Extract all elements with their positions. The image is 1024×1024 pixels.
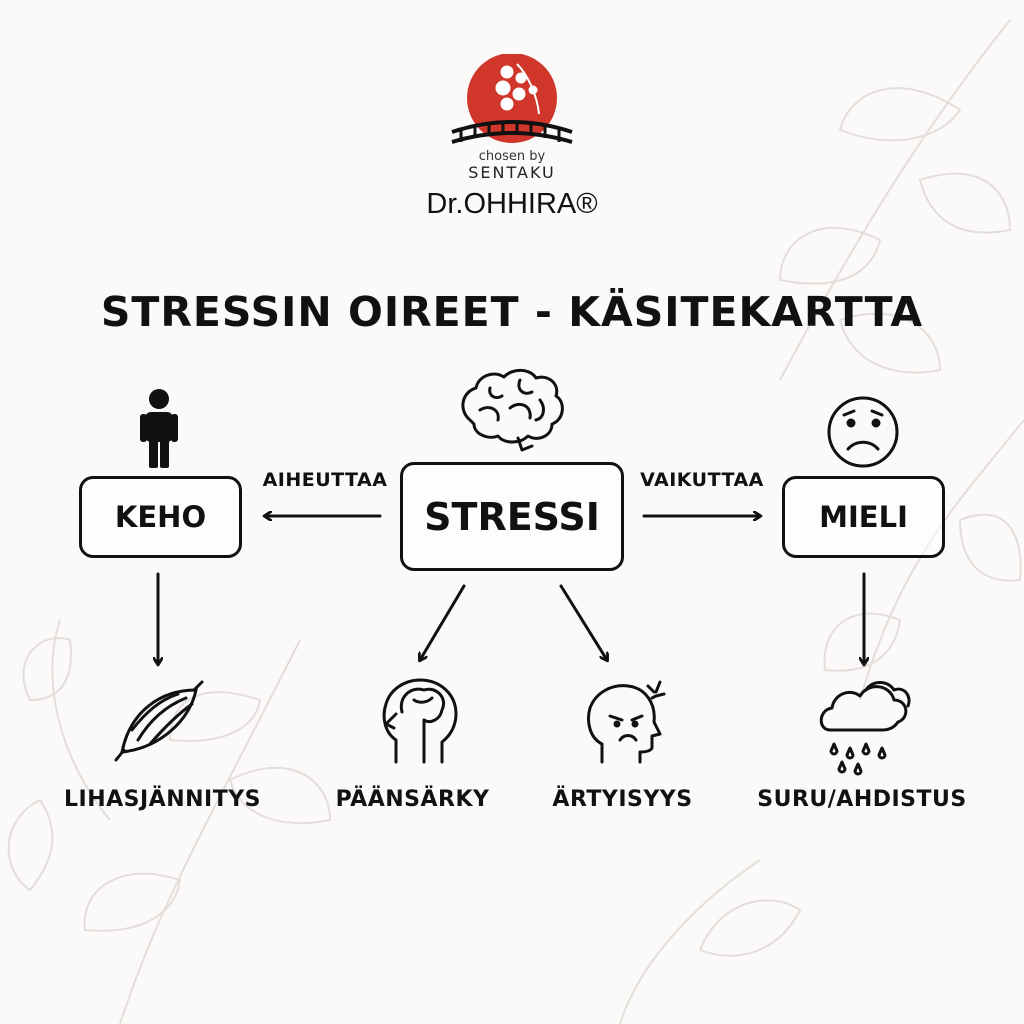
head-brain-icon (382, 678, 458, 764)
arrow-stressi-to-artyisyys (559, 584, 607, 660)
edge-label-aiheuttaa: AIHEUTTAA (262, 469, 388, 491)
symptom-lihasjannitys: LIHASJÄNNITYS (64, 787, 261, 812)
symptom-artyisyys: ÄRTYISYYS (552, 787, 693, 812)
diagram-title: STRESSIN OIREET - KÄSITEKARTTA (100, 288, 924, 336)
node-keho: KEHO (79, 476, 242, 558)
node-mieli: MIELI (782, 476, 945, 558)
sentaku-logo-emblem (451, 54, 573, 144)
symptom-paansarky: PÄÄNSÄRKY (335, 787, 490, 812)
arrow-stressi-to-paansarky (420, 584, 466, 660)
logo-sentaku: SENTAKU (468, 163, 556, 182)
rain-cloud-icon (819, 681, 911, 776)
brain-icon (461, 368, 564, 452)
muscle-icon (114, 680, 204, 762)
person-icon (140, 389, 178, 468)
symptom-suru-ahdistus: SURU/AHDISTUS (757, 787, 967, 812)
edge-label-vaikuttaa: VAIKUTTAA (640, 469, 764, 491)
logo-chosen-by: chosen by (478, 149, 546, 164)
angry-face-icon (587, 680, 666, 764)
logo-brand: Dr.OHHIRA® (426, 188, 598, 220)
sad-face-icon (827, 396, 899, 468)
node-stressi: STRESSI (400, 462, 624, 571)
